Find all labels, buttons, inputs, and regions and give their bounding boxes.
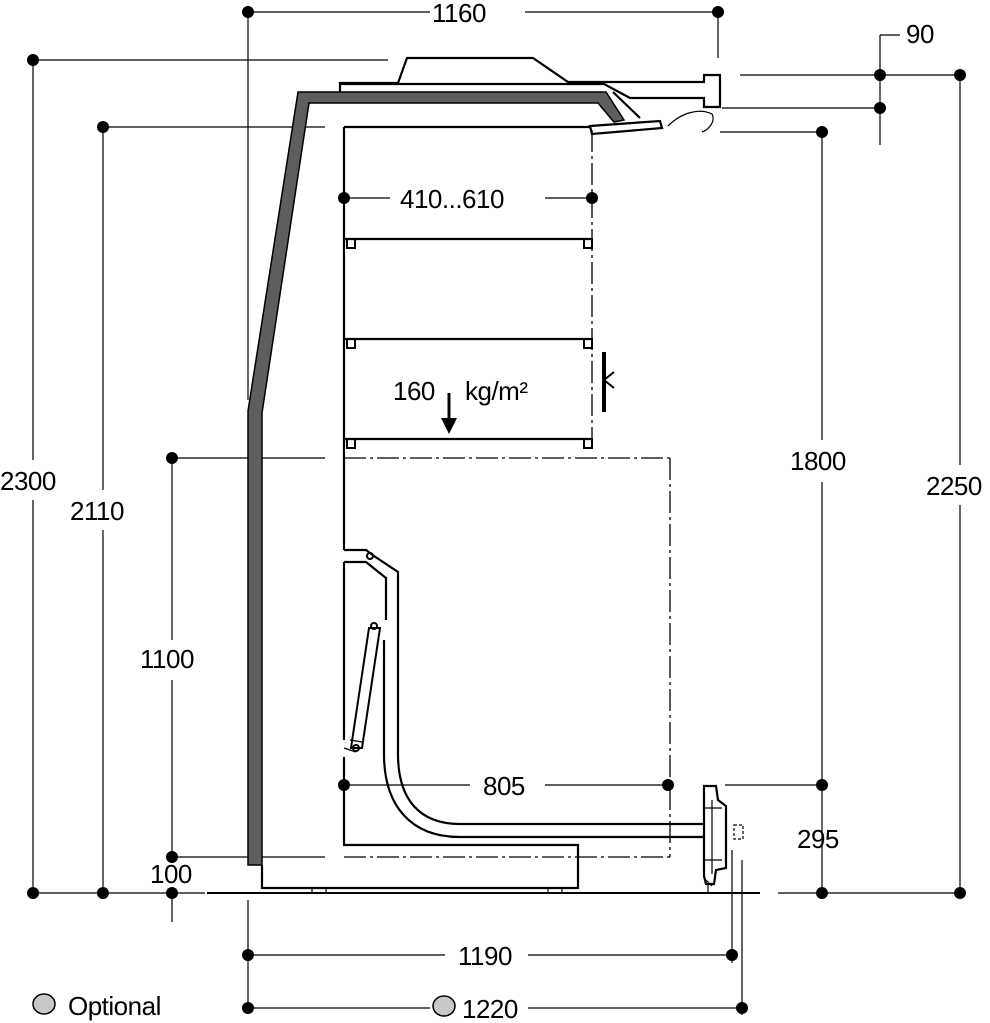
rear-wall — [247, 91, 626, 866]
base — [260, 842, 580, 890]
front-bumper — [702, 784, 728, 886]
legend-optional-label: Optional — [68, 991, 161, 1021]
shelf-front-marker — [602, 352, 615, 412]
dim-1220: 1220 — [462, 994, 518, 1023]
canopy-outline — [338, 56, 722, 109]
dim-2250: 2250 — [926, 471, 982, 501]
optional-marker-icon — [32, 993, 56, 1015]
strut — [343, 552, 382, 753]
dim-1800: 1800 — [790, 446, 846, 476]
optional-marker-1220-icon — [432, 995, 456, 1017]
dim-90: 90 — [906, 19, 934, 49]
dimension-lines — [27, 6, 966, 1015]
load-arrow-icon — [441, 393, 457, 434]
dim-100: 100 — [150, 859, 192, 889]
shelf-load-value: 160 — [393, 376, 435, 406]
dim-1100: 1100 — [140, 644, 194, 674]
dim-1160: 1160 — [432, 0, 486, 28]
dim-1190: 1190 — [458, 941, 512, 971]
rear-duct — [344, 548, 704, 826]
shelf-load-unit: kg/m² — [465, 376, 528, 406]
dim-805: 805 — [483, 771, 525, 801]
canopy-light — [588, 119, 664, 136]
dim-410-610: 410...610 — [400, 184, 504, 214]
dim-295: 295 — [797, 824, 839, 854]
shelves — [344, 237, 593, 449]
cabinet-structure — [247, 56, 744, 894]
dim-2110: 2110 — [70, 496, 124, 526]
dim-2300: 2300 — [0, 466, 56, 496]
legend: Optional — [32, 991, 456, 1021]
